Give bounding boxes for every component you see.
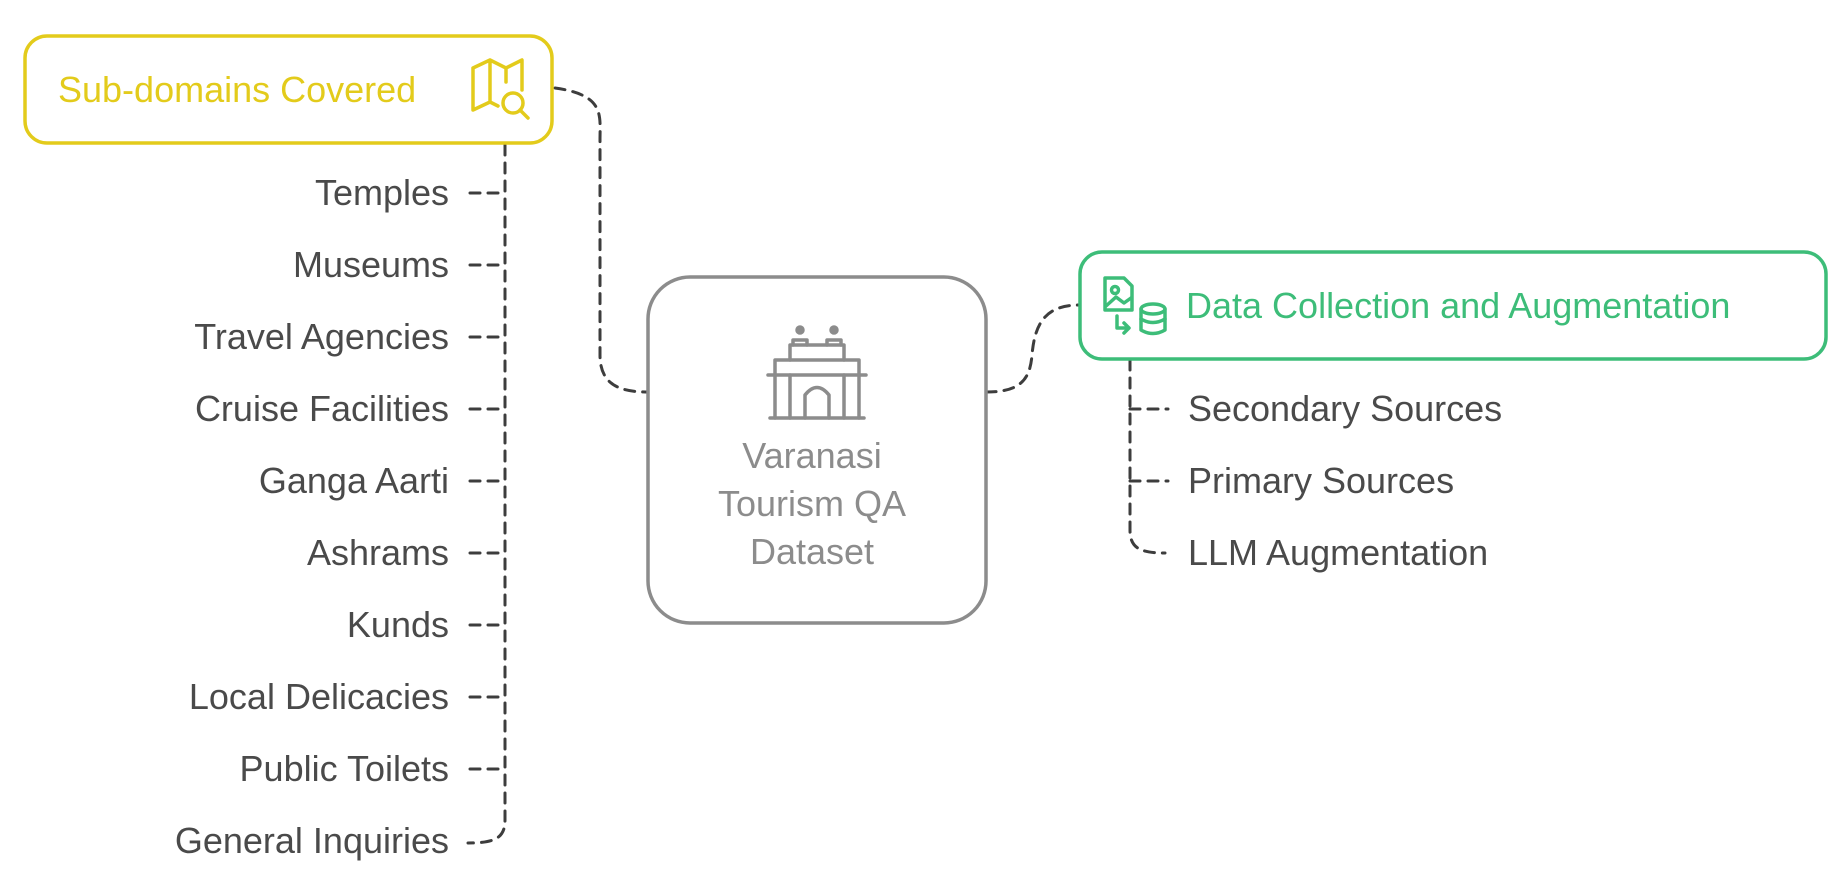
subdomain-item[interactable]: Museums xyxy=(293,244,449,285)
subdomains-node[interactable]: Sub-domains Covered xyxy=(23,34,554,145)
data-source-item[interactable]: Secondary Sources xyxy=(1188,388,1502,429)
data-collection-node[interactable]: Data Collection and Augmentation xyxy=(1078,250,1828,361)
center-title-line-2: Tourism QA xyxy=(718,483,906,524)
subdomain-item[interactable]: Ganga Aarti xyxy=(259,460,449,501)
left-spine xyxy=(466,143,507,845)
subdomain-item[interactable]: Cruise Facilities xyxy=(195,388,449,429)
center-node[interactable]: Varanasi Tourism QA Dataset xyxy=(646,275,988,625)
subdomain-item[interactable]: Local Delicacies xyxy=(189,676,449,717)
subdomains-title: Sub-domains Covered xyxy=(58,69,416,110)
subdomain-item[interactable]: Temples xyxy=(315,172,449,213)
temple-icon xyxy=(766,325,868,420)
connector-left-to-center xyxy=(553,86,650,394)
data-source-item[interactable]: LLM Augmentation xyxy=(1188,532,1488,573)
right-spine xyxy=(1128,358,1167,555)
map-search-icon xyxy=(471,58,530,120)
center-title-line-1: Varanasi xyxy=(742,435,881,476)
subdomain-item[interactable]: Travel Agencies xyxy=(194,316,449,357)
subdomain-item[interactable]: Public Toilets xyxy=(240,748,449,789)
data-collection-title: Data Collection and Augmentation xyxy=(1186,285,1730,326)
subdomain-item[interactable]: Ashrams xyxy=(307,532,449,573)
connector-center-to-right xyxy=(984,303,1082,394)
center-title-line-3: Dataset xyxy=(750,531,874,572)
subdomain-item[interactable]: Kunds xyxy=(347,604,449,645)
image-database-icon xyxy=(1103,276,1167,336)
subdomain-item[interactable]: General Inquiries xyxy=(175,820,449,861)
data-source-item[interactable]: Primary Sources xyxy=(1188,460,1454,501)
